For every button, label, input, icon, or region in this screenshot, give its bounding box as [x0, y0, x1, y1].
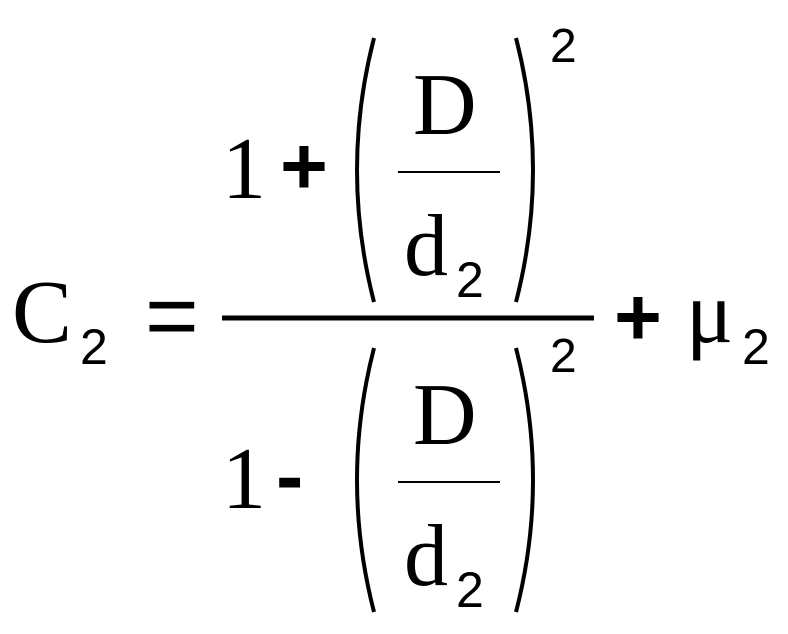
denominator-fraction-bottom: d [404, 508, 448, 605]
denominator-left-paren [355, 347, 376, 613]
equals-sign: = [145, 265, 199, 367]
numerator-right-paren [514, 37, 535, 303]
denominator: 1 - D d 2 2 [222, 330, 577, 618]
lhs-symbol: C [12, 263, 72, 362]
denominator-exponent: 2 [550, 330, 577, 383]
denominator-one: 1 [222, 431, 266, 528]
numerator-left-paren [355, 37, 376, 303]
lhs-term: C 2 [12, 263, 108, 375]
numerator-fraction-bottom: d [404, 198, 448, 295]
numerator-fraction-bottom-subscript: 2 [456, 252, 484, 308]
mu-subscript: 2 [742, 319, 770, 375]
numerator-plus: + [280, 121, 328, 212]
mu-symbol: μ [686, 265, 733, 362]
trailing-plus: + [614, 272, 662, 363]
denominator-fraction-top: D [413, 367, 477, 464]
trailing-term: + μ 2 [614, 265, 770, 375]
denominator-minus: - [276, 431, 303, 522]
denominator-right-paren [514, 347, 535, 613]
numerator-exponent: 2 [550, 20, 577, 73]
denominator-fraction-bottom-subscript: 2 [456, 562, 484, 618]
numerator-fraction-top: D [413, 57, 477, 154]
numerator: 1 + D d 2 2 [222, 20, 577, 308]
lhs-subscript: 2 [80, 319, 108, 375]
numerator-one: 1 [222, 121, 266, 218]
